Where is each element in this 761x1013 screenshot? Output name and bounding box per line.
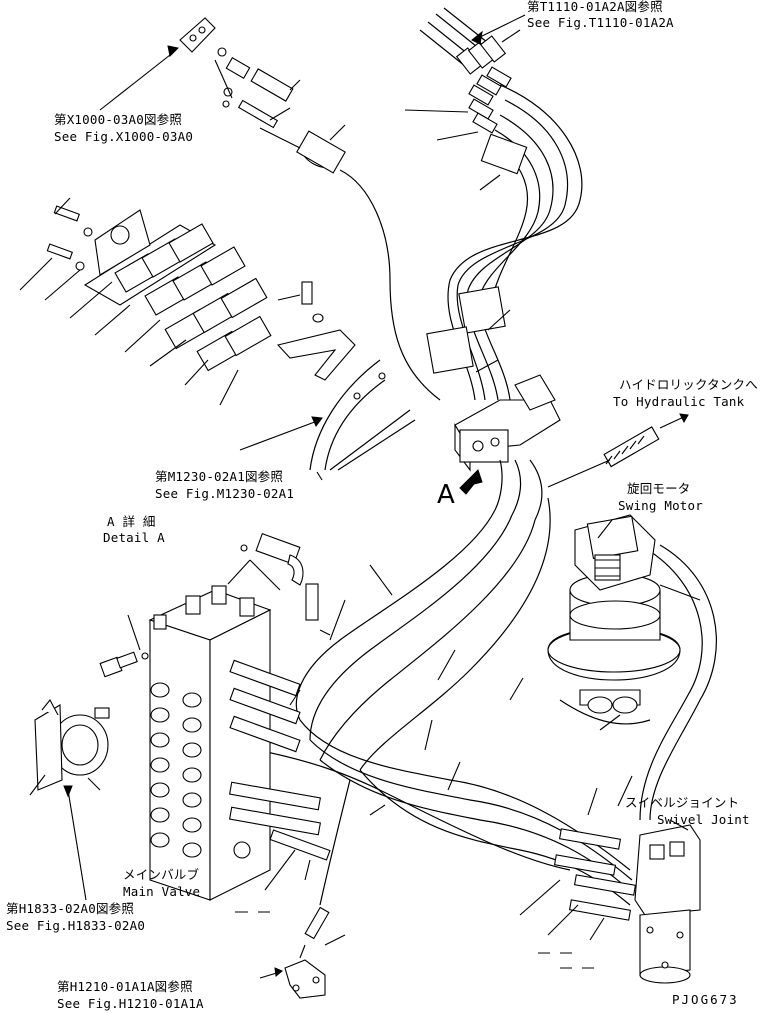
- x1000-fittings: [179, 17, 441, 401]
- view-a-arrow: [459, 469, 483, 495]
- tank-return-fitting: [547, 413, 689, 488]
- m1230-tube: [309, 359, 416, 481]
- fig-h1210-label-jp: 第H1210-01A1A図参照: [57, 979, 193, 994]
- detail-a-label-jp: A 詳 細: [107, 514, 156, 529]
- detail-a-fitting: [227, 532, 331, 636]
- fig-h1210-label-en: See Fig.H1210-01A1A: [57, 996, 204, 1011]
- reference-arrows: [99, 14, 526, 451]
- fig-t1110-label-en: See Fig.T1110-01A2A: [527, 15, 674, 30]
- h1833-solenoid: [29, 699, 110, 901]
- fig-t1110-label-jp: 第T1110-01A2A図参照: [527, 0, 663, 14]
- swing-motor-label-en: Swing Motor: [618, 498, 703, 513]
- swivel-joint-label-jp: スイベルジョイント: [625, 795, 740, 810]
- drawing-code: PJOG673: [672, 992, 739, 1007]
- detail-a-label-en: Detail A: [103, 530, 165, 545]
- fig-x1000-label-jp: 第X1000-03A0図参照: [54, 112, 183, 127]
- swivel-joint: [519, 819, 701, 984]
- swing-motor-label-jp: 旋回モータ: [627, 481, 691, 496]
- hose-bracket-block: [454, 374, 561, 521]
- view-a-label: A: [437, 480, 455, 510]
- clamp-plate-assembly: [19, 197, 356, 406]
- hydraulic-tank-label-jp: ハイドロリックタンクへ: [619, 377, 758, 392]
- fig-h1833-label-en: See Fig.H1833-02A0: [6, 918, 146, 933]
- main-hose-run: [229, 497, 717, 969]
- h1210-bracket: [259, 779, 351, 999]
- swing-motor: [547, 514, 701, 731]
- valve-spools: [150, 682, 202, 858]
- main-valve-body: [99, 585, 346, 901]
- swivel-joint-label-en: Swivel Joint: [657, 812, 750, 827]
- fig-m1230-label-jp: 第M1230-02A1図参照: [155, 469, 284, 484]
- fig-m1230-label-en: See Fig.M1230-02A1: [155, 486, 295, 501]
- main-valve-label-en: Main Valve: [123, 884, 201, 899]
- main-valve-label-jp: メインバルブ: [123, 867, 200, 882]
- top-hose-bundle: [404, 7, 583, 401]
- fig-x1000-label-en: See Fig.X1000-03A0: [54, 129, 194, 144]
- fig-h1833-label-jp: 第H1833-02A0図参照: [6, 901, 135, 916]
- hydraulic-tank-label-en: To Hydraulic Tank: [613, 394, 745, 409]
